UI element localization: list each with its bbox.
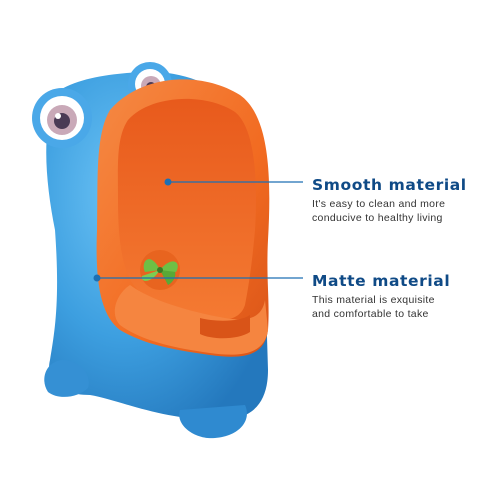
- feature-description-line: It's easy to clean and more: [312, 198, 446, 210]
- feature-description: This material is exquisite and comfortab…: [312, 293, 450, 321]
- feature-description-line: and comfortable to take: [312, 308, 429, 320]
- feature-description: It's easy to clean and more conducive to…: [312, 197, 467, 225]
- left-eye: [32, 88, 92, 148]
- callout-smooth: [164, 178, 303, 186]
- feature-description-line: This material is exquisite: [312, 294, 435, 306]
- feature-matte-material: Matte material This material is exquisit…: [312, 272, 450, 321]
- feature-smooth-material: Smooth material It's easy to clean and m…: [312, 176, 467, 225]
- feature-title: Matte material: [312, 272, 451, 290]
- left-foot: [44, 360, 89, 397]
- callout-matte: [93, 274, 303, 282]
- bottom-foot: [179, 405, 247, 439]
- feature-title: Smooth material: [312, 176, 467, 194]
- frog-urinal: [32, 62, 270, 439]
- feature-description-line: conducive to healthy living: [312, 212, 443, 224]
- inner-cavity: [117, 98, 256, 320]
- drain-spout: [200, 315, 250, 339]
- target-pinwheel: [140, 250, 180, 290]
